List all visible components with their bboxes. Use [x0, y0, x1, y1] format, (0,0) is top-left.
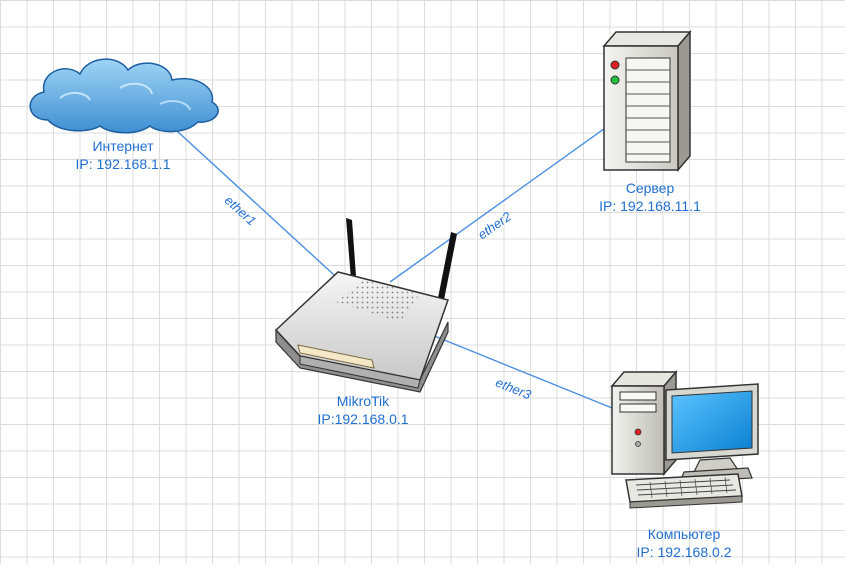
internet-name: Интернет — [92, 138, 154, 154]
computer-label: Компьютер IP: 192.168.0.2 — [637, 525, 732, 561]
link-ether2 — [389, 125, 609, 283]
cloud-icon — [29, 58, 219, 134]
server-icon — [602, 29, 692, 173]
computer-name: Компьютер — [647, 526, 721, 542]
server-name: Сервер — [625, 180, 675, 196]
internet-ip: IP: 192.168.1.1 — [75, 156, 171, 172]
server-ip: IP: 192.168.11.1 — [599, 198, 701, 214]
router-label: MikroTik IP:192.168.0.1 — [317, 392, 408, 428]
internet-label: Интернет IP: 192.168.1.1 — [76, 137, 171, 173]
desktop-computer-icon — [610, 369, 759, 509]
link-ether1 — [164, 119, 346, 286]
router-name: MikroTik — [336, 393, 390, 409]
router-ip: IP:192.168.0.1 — [317, 411, 409, 427]
router-icon — [274, 218, 457, 393]
computer-ip: IP: 192.168.0.2 — [636, 544, 732, 560]
link-ether3 — [431, 334, 613, 409]
server-label: Сервер IP: 192.168.11.1 — [599, 179, 701, 215]
